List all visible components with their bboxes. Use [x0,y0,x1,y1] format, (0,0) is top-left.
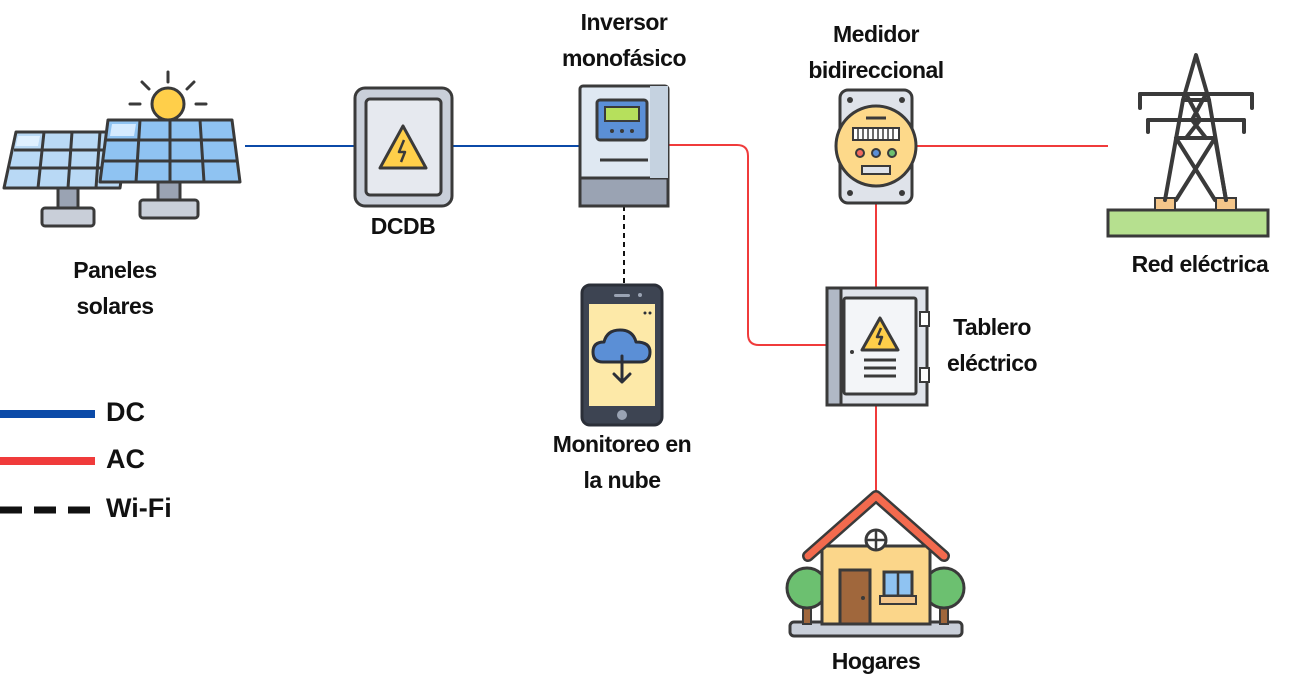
label-line: bidireccional [808,57,944,83]
label-solar-panels: Paneles solares [55,252,175,324]
label-dcdb: DCDB [343,208,463,244]
cloud-monitoring-phone-icon [580,283,664,427]
legend-wifi-label: Wi-Fi [106,493,172,523]
label-line: Red eléctrica [1131,251,1269,277]
homes-house-icon [785,490,966,638]
legend-lines [0,410,95,514]
label-panel-board: Tablero eléctrico [934,309,1050,381]
label-line: solares [76,293,154,319]
label-cloud-monitoring: Monitoreo en la nube [537,426,707,498]
power-grid-tower-icon [1106,53,1270,238]
ac-line-inverter-panelboard [668,144,827,346]
label-grid: Red eléctrica [1112,246,1288,282]
label-meter: Medidor bidireccional [795,16,957,88]
label-line: monofásico [561,45,687,71]
inverter-icon [578,84,670,208]
label-line: la nube [583,467,661,493]
label-line: eléctrico [946,350,1038,376]
legend-dc-label: DC [106,397,145,427]
label-line: Medidor [833,21,919,47]
label-line: Paneles [73,257,157,283]
solar-panels-icon [2,70,242,228]
label-line: Inversor [580,9,668,35]
electrical-panel-board-icon [825,286,930,407]
label-homes: Hogares [806,643,946,679]
legend-ac-label: AC [106,444,145,474]
label-inverter: Inversor monofásico [545,4,703,76]
label-line: Hogares [831,648,921,674]
label-line: DCDB [370,213,436,239]
bidirectional-meter-icon [834,88,918,205]
connections [245,144,1108,492]
dcdb-icon [353,86,454,208]
label-line: Monitoreo en [552,431,692,457]
label-line: Tablero [953,314,1031,340]
